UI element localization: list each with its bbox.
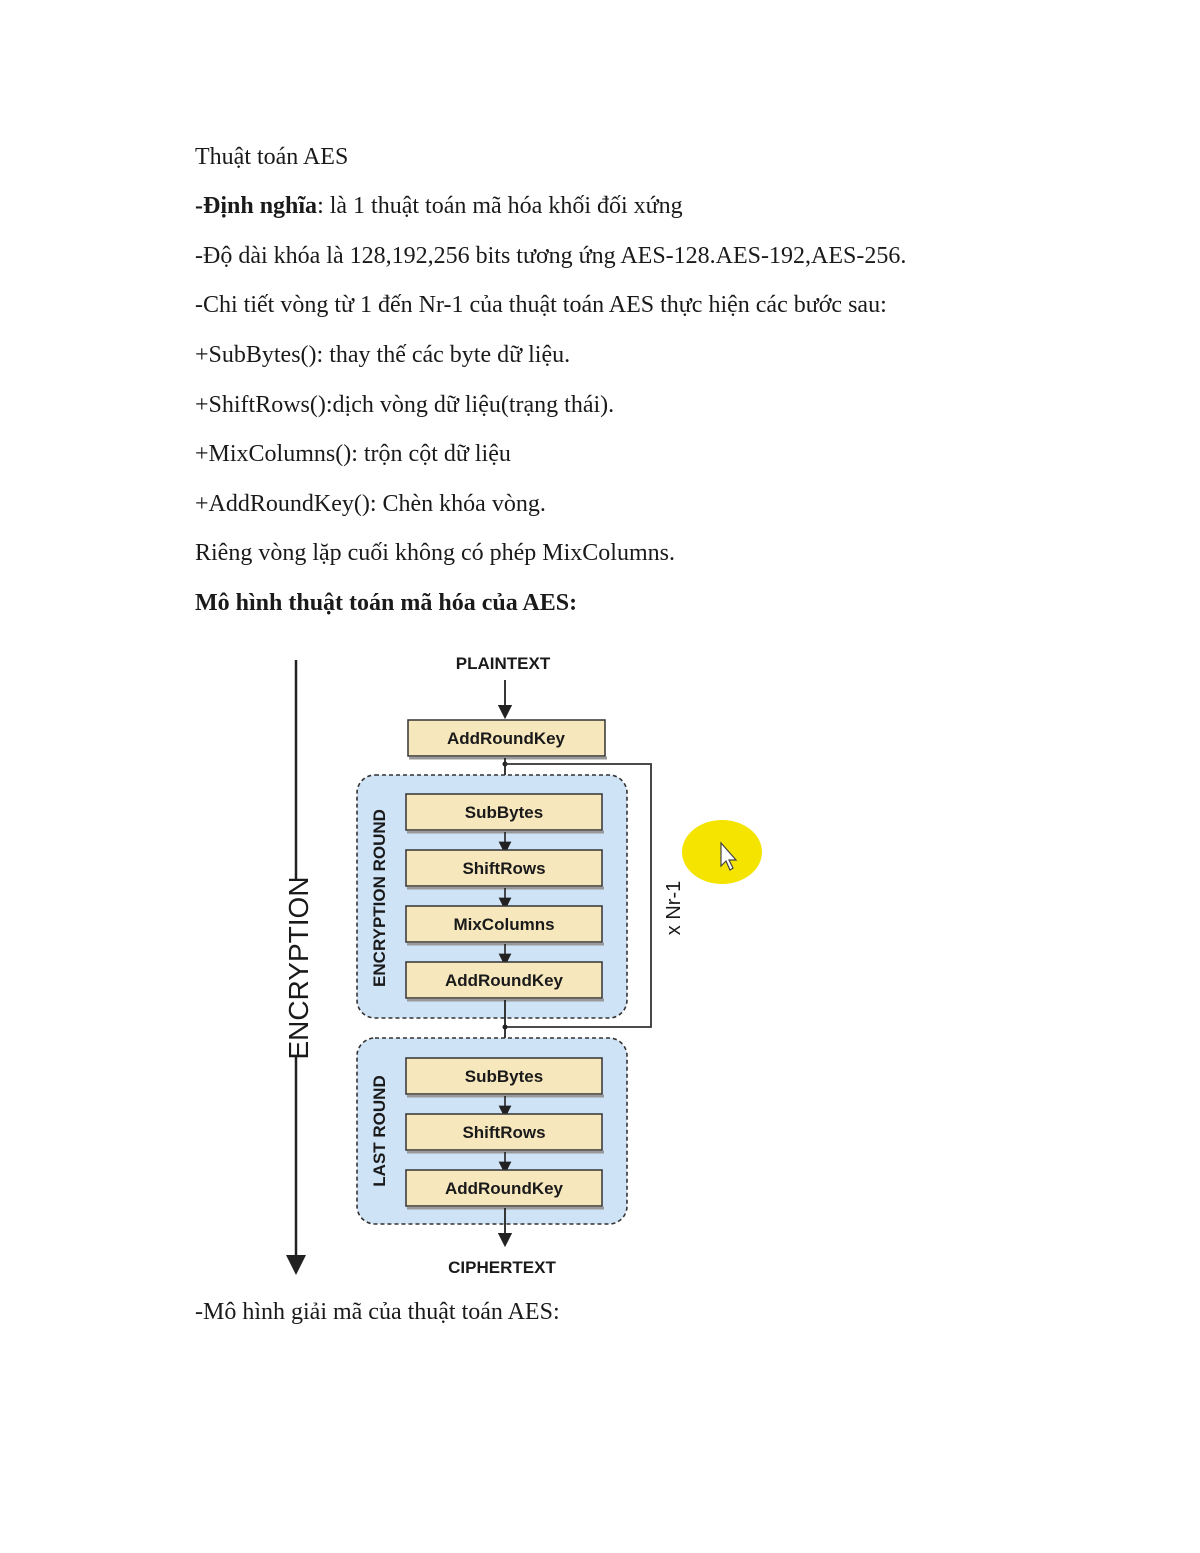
ciphertext-label: CIPHERTEXT — [448, 1258, 556, 1277]
last-round-note: Riêng vòng lặp cuối không có phép MixCol… — [195, 540, 675, 566]
definition-prefix: - — [195, 193, 203, 219]
round-mixcolumns-label: MixColumns — [453, 915, 554, 934]
round-addroundkey-box: AddRoundKey — [405, 961, 604, 1002]
round-subbytes-label: SubBytes — [465, 803, 543, 822]
loop-line — [505, 763, 652, 1028]
round-subbytes-box: SubBytes — [405, 793, 604, 834]
round-addroundkey-label: AddRoundKey — [445, 971, 564, 990]
definition-term: Định nghĩa — [203, 193, 318, 219]
last-addroundkey-label: AddRoundKey — [445, 1179, 564, 1198]
step-subbytes: +SubBytes(): thay thế các byte dữ liệu. — [195, 342, 571, 368]
key-length-line: -Độ dài khóa là 128,192,256 bits tương ứ… — [195, 243, 907, 269]
last-shiftrows-box: ShiftRows — [405, 1113, 604, 1154]
cursor-arrow-icon — [720, 841, 738, 871]
initial-addroundkey-box: AddRoundKey — [407, 719, 607, 760]
encryption-round-label: ENCRYPTION ROUND — [370, 809, 389, 987]
step-shiftrows: +ShiftRows():dịch vòng dữ liệu(trạng thá… — [195, 392, 615, 418]
round-shiftrows-label: ShiftRows — [462, 859, 545, 878]
last-addroundkey-box: AddRoundKey — [405, 1169, 604, 1210]
last-round-label: LAST ROUND — [370, 1075, 389, 1186]
repeat-label: x Nr-1 — [663, 881, 685, 935]
encryption-label: ENCRYPTION — [283, 876, 314, 1059]
decryption-heading: -Mô hình giải mã của thuật toán AES: — [195, 1299, 560, 1325]
step-addroundkey: +AddRoundKey(): Chèn khóa vòng. — [195, 491, 546, 517]
last-subbytes-label: SubBytes — [465, 1067, 543, 1086]
encryption-round-group — [356, 774, 628, 1019]
round-detail-line: -Chi tiết vòng từ 1 đến Nr-1 của thuật t… — [195, 292, 887, 318]
doc-title: Thuật toán AES — [195, 144, 349, 170]
aes-encryption-diagram: ENCRYPTION PLAINTEXT AddRoundKey x Nr-1 … — [195, 640, 795, 1290]
step-mixcolumns: +MixColumns(): trộn cột dữ liệu — [195, 441, 511, 467]
encryption-heading: Mô hình thuật toán mã hóa của AES: — [195, 590, 578, 616]
definition-line: -Định nghĩa: là 1 thuật toán mã hóa khối… — [195, 191, 683, 221]
cursor-highlight — [682, 820, 762, 884]
last-shiftrows-label: ShiftRows — [462, 1123, 545, 1142]
last-subbytes-box: SubBytes — [405, 1057, 604, 1098]
round-mixcolumns-box: MixColumns — [405, 905, 604, 946]
definition-text: : là 1 thuật toán mã hóa khối đối xứng — [317, 193, 683, 219]
initial-addroundkey-label: AddRoundKey — [447, 729, 566, 748]
plaintext-label: PLAINTEXT — [456, 654, 551, 673]
round-shiftrows-box: ShiftRows — [405, 849, 604, 890]
